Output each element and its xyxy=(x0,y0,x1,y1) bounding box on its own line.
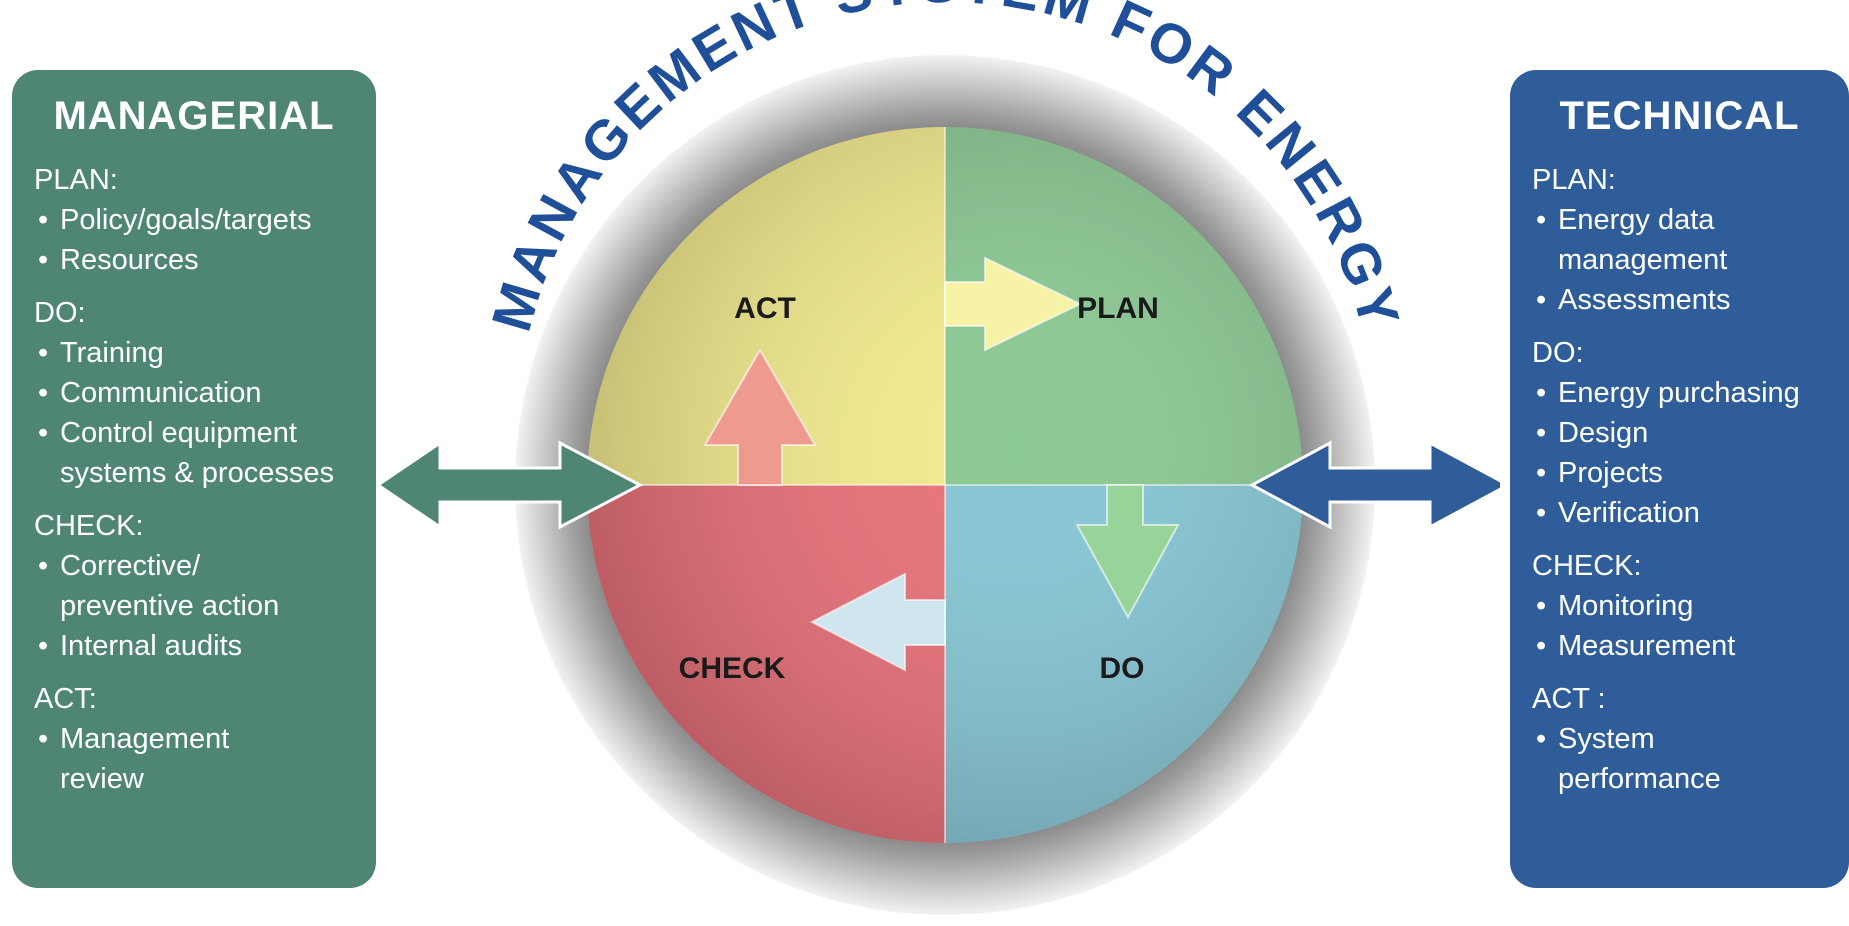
technical-item-text: Projects xyxy=(1558,457,1663,489)
managerial-item-text: Communication xyxy=(60,377,262,409)
bullet-icon: • xyxy=(38,244,49,276)
technical-list-item: • Monitoring xyxy=(1532,586,1849,626)
technical-item-text: Measurement xyxy=(1558,630,1736,662)
bullet-icon: • xyxy=(1536,377,1547,409)
technical-list-item: • Verification xyxy=(1532,493,1849,533)
technical-section: CHECK: • Monitoring • Measurement xyxy=(1532,547,1849,666)
bullet-icon: • xyxy=(1536,630,1547,662)
bullet-icon: • xyxy=(1536,284,1547,316)
technical-section: DO: • Energy purchasing • Design • Projects • Ve… xyxy=(1532,334,1849,533)
managerial-section: ACT: • Management review xyxy=(34,680,376,799)
technical-phase-label: CHECK: xyxy=(1532,550,1642,582)
check-label: CHECK xyxy=(679,652,786,685)
technical-phase-label: DO: xyxy=(1532,337,1584,369)
technical-list: PLAN: • Energy data management • Assessments… xyxy=(1510,161,1849,799)
technical-item-text: Energy data management xyxy=(1558,204,1728,276)
bullet-icon: • xyxy=(1536,497,1547,529)
technical-list-item: • Measurement xyxy=(1532,626,1849,666)
arrow-do-to-check-icon xyxy=(809,572,946,672)
technical-list-item: • Design xyxy=(1532,413,1849,453)
technical-item-text: System performance xyxy=(1558,723,1721,795)
managerial-phase-label: CHECK: xyxy=(34,510,144,542)
arrow-act-to-plan-icon xyxy=(944,256,1083,352)
managerial-section: DO: • Training • Communication • Control equip… xyxy=(34,294,376,493)
bullet-icon: • xyxy=(38,377,49,409)
technical-list-item: • System performance xyxy=(1532,719,1849,799)
bullet-icon: • xyxy=(38,723,49,755)
technical-section: PLAN: • Energy data management • Assessments xyxy=(1532,161,1849,320)
managerial-list-item: • Resources xyxy=(34,240,376,280)
managerial-item-text: Resources xyxy=(60,244,199,276)
managerial-list-item: • Corrective/ preventive action xyxy=(34,546,376,626)
managerial-title: MANAGERIAL xyxy=(53,94,335,138)
technical-list-item: • Energy purchasing xyxy=(1532,373,1849,413)
managerial-item-text: Corrective/ preventive action xyxy=(60,550,280,622)
managerial-list-item: • Communication xyxy=(34,373,376,413)
managerial-item-text: Policy/goals/targets xyxy=(60,204,312,236)
managerial-list-item: • Control equipment systems & processes xyxy=(34,413,376,493)
technical-title: TECHNICAL xyxy=(1559,94,1800,138)
managerial-section: PLAN: • Policy/goals/targets • Resources xyxy=(34,161,376,280)
managerial-item-text: Internal audits xyxy=(60,630,243,662)
managerial-list-item: • Policy/goals/targets xyxy=(34,200,376,240)
managerial-phase-label: ACT: xyxy=(34,683,97,715)
pdca-diagram: ACT PLAN CHECK DO MANAGEMENT SYSTEM FOR … xyxy=(380,0,1500,915)
do-label: DO xyxy=(1100,652,1145,685)
bullet-icon: • xyxy=(38,417,49,449)
bullet-icon: • xyxy=(1536,723,1547,755)
arrow-check-to-act-icon xyxy=(703,348,817,486)
managerial-panel: MANAGERIAL PLAN: • Policy/goals/targets • Re… xyxy=(12,70,376,888)
arrow-plan-to-do-icon xyxy=(1075,484,1180,620)
technical-phase-label: PLAN: xyxy=(1532,164,1616,196)
managerial-phase-label: PLAN: xyxy=(34,164,118,196)
technical-item-text: Verification xyxy=(1558,497,1700,529)
technical-panel: TECHNICAL PLAN:•Energy data management•A… xyxy=(1510,70,1849,888)
managerial-phase-label: DO: xyxy=(34,297,86,329)
managerial-item-text: Training xyxy=(60,337,164,369)
technical-item-text: Energy purchasing xyxy=(1558,377,1800,409)
technical-item-text: Assessments xyxy=(1558,284,1731,316)
bullet-icon: • xyxy=(38,630,49,662)
bullet-icon: • xyxy=(1536,457,1547,489)
technical-phase-label: ACT : xyxy=(1532,683,1606,715)
bullet-icon: • xyxy=(38,204,49,236)
bullet-icon: • xyxy=(1536,417,1547,449)
managerial-link-arrow-icon xyxy=(380,440,644,530)
managerial-list-item: • Management review xyxy=(34,719,376,799)
technical-list-item: • Energy data management xyxy=(1532,200,1849,280)
act-label: ACT xyxy=(734,292,796,325)
managerial-item-text: Control equipment systems & processes xyxy=(60,417,334,489)
technical-list-item: • Assessments xyxy=(1532,280,1849,320)
technical-list-item: • Projects xyxy=(1532,453,1849,493)
managerial-list-item: • Internal audits xyxy=(34,626,376,666)
technical-item-text: Monitoring xyxy=(1558,590,1694,622)
managerial-section: CHECK: • Corrective/ preventive action • Int… xyxy=(34,507,376,666)
bullet-icon: • xyxy=(38,337,49,369)
plan-label: PLAN xyxy=(1077,292,1159,325)
technical-item-text: Design xyxy=(1558,417,1649,449)
technical-link-arrow-icon xyxy=(1248,440,1500,530)
technical-section: ACT : • System performance xyxy=(1532,680,1849,799)
bullet-icon: • xyxy=(1536,590,1547,622)
managerial-item-text: Management review xyxy=(60,723,230,795)
bullet-icon: • xyxy=(1536,204,1547,236)
bullet-icon: • xyxy=(38,550,49,582)
managerial-list-item: • Training xyxy=(34,333,376,373)
